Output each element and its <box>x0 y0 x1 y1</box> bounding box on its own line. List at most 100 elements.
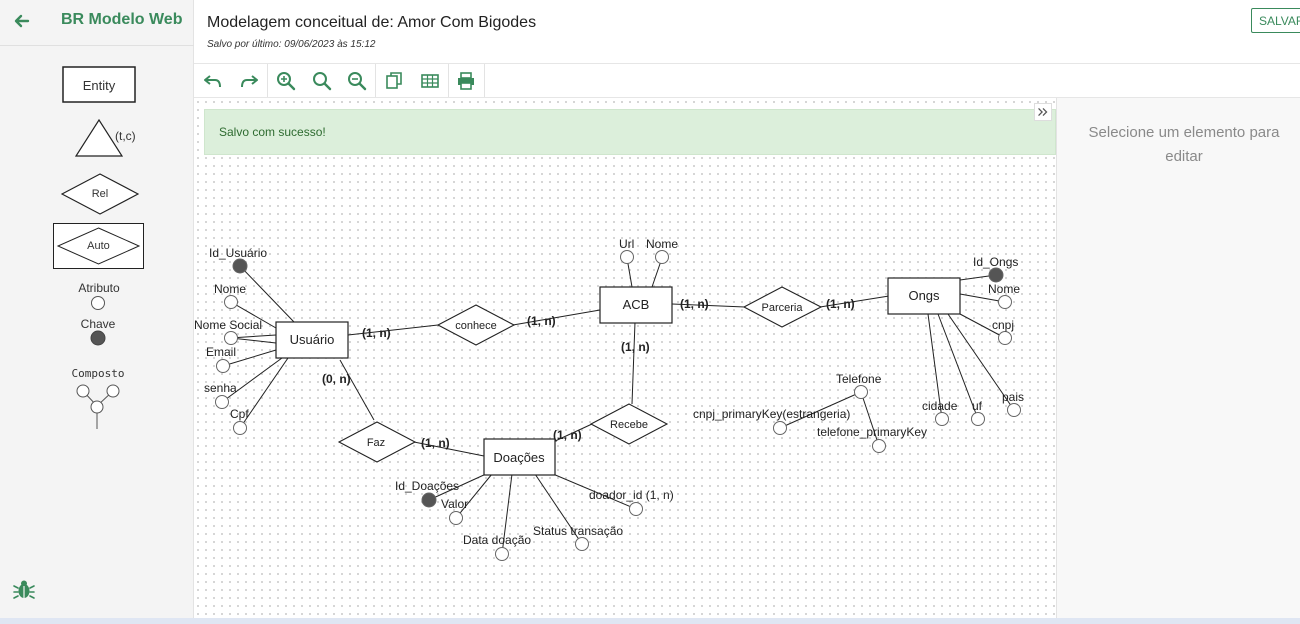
cardinality-usuario-faz: (0, n) <box>322 372 351 386</box>
relationship-faz-label: Faz <box>367 437 385 449</box>
attribute-marker[interactable] <box>224 331 238 345</box>
export-group <box>376 64 449 97</box>
attribute-marker[interactable] <box>998 295 1012 309</box>
zoom-reset-icon[interactable] <box>311 70 333 92</box>
attribute-marker[interactable] <box>629 502 643 516</box>
attr-uf: uf <box>972 399 983 413</box>
zoom-group <box>268 64 376 97</box>
top-bar: Modelagem conceitual de: Amor Com Bigode… <box>194 0 1300 64</box>
palette-key[interactable] <box>90 330 106 346</box>
palette-composite[interactable] <box>74 382 122 430</box>
attribute-marker[interactable] <box>935 412 949 426</box>
palette-attribute[interactable] <box>90 295 106 311</box>
undo-icon[interactable] <box>202 70 224 92</box>
zoom-in-icon[interactable] <box>275 70 297 92</box>
attribute-marker[interactable] <box>655 250 669 264</box>
relationship-faz[interactable]: Faz <box>337 421 417 463</box>
palette-entity-label: Entity <box>82 78 116 93</box>
attr-telefone: Telefone <box>836 372 882 386</box>
attr-valor: Valor <box>441 497 468 511</box>
attr-cidade: cidade <box>922 399 958 413</box>
entity-acb-label: ACB <box>623 297 650 312</box>
attr-id-usuario: Id_Usuário <box>209 246 267 260</box>
relationship-recebe[interactable]: Recebe <box>589 403 669 445</box>
palette-entity[interactable] <box>62 66 136 104</box>
attr-id-ongs: Id_Ongs <box>973 255 1018 269</box>
attribute-marker[interactable] <box>233 421 247 435</box>
attr-nome-ongs: Nome <box>988 282 1020 296</box>
palette-key-label: Chave <box>80 317 116 331</box>
duplicate-icon[interactable] <box>384 70 406 92</box>
brand-title: BR Modelo Web <box>61 11 183 28</box>
attribute-marker[interactable] <box>224 295 238 309</box>
window-bottom-edge <box>0 618 1300 624</box>
attribute-marker[interactable] <box>216 359 230 373</box>
palette-associative[interactable] <box>53 223 144 269</box>
attr-doador-id: doador_id (1, n) <box>589 488 674 502</box>
key-attribute-marker[interactable] <box>988 267 1004 283</box>
entity-usuario[interactable]: Usuário <box>275 321 349 359</box>
attribute-markers <box>215 250 1021 561</box>
entity-usuario-label: Usuário <box>290 332 335 347</box>
cardinality-conhece-acb: (1, n) <box>527 314 556 328</box>
relationship-parceria[interactable]: Parceria <box>742 286 823 328</box>
cardinality-labels: (1, n) (1, n) (1, n) (1, n) (1, n) (1, n… <box>322 297 855 450</box>
save-button[interactable]: SALVAR <box>1251 8 1300 33</box>
print-group <box>449 64 485 97</box>
cardinality-parceria-ongs: (1, n) <box>826 297 855 311</box>
attribute-marker[interactable] <box>575 537 589 551</box>
attribute-marker[interactable] <box>998 331 1012 345</box>
composite-attribute-marker[interactable] <box>854 385 868 399</box>
attr-senha: senha <box>204 381 237 395</box>
attr-id-doacoes: Id_Doações <box>395 479 459 493</box>
print-icon[interactable] <box>455 70 477 92</box>
palette-specialization[interactable] <box>74 118 124 158</box>
cardinality-acb-recebe: (1, n) <box>621 340 650 354</box>
collapse-panel-icon[interactable] <box>1034 103 1052 121</box>
attribute-marker[interactable] <box>449 511 463 525</box>
attr-cnpj-pk: cnpj_primaryKey(estrangeria) <box>693 407 850 421</box>
attr-telefone-pk: telefone_primaryKey <box>817 425 927 439</box>
attr-status-transacao: Status transação <box>533 524 623 538</box>
palette-relationship[interactable] <box>61 173 139 215</box>
attribute-marker[interactable] <box>215 395 229 409</box>
properties-panel: Selecione um elemento para editar <box>1056 98 1300 618</box>
entity-doacoes[interactable]: Doações <box>483 438 556 476</box>
attr-nome-acb: Nome <box>646 237 678 251</box>
relationship-recebe-label: Recebe <box>610 419 648 431</box>
zoom-out-icon[interactable] <box>346 70 368 92</box>
attr-data-doacao: Data doação <box>463 533 531 547</box>
cardinality-acb-parceria: (1, n) <box>680 297 709 311</box>
attribute-marker[interactable] <box>773 421 787 435</box>
page-title: Modelagem conceitual de: Amor Com Bigode… <box>207 14 537 31</box>
entity-ongs[interactable]: Ongs <box>887 277 961 315</box>
palette-associative-label: Auto <box>87 240 110 252</box>
entity-ongs-label: Ongs <box>908 288 940 303</box>
attribute-marker[interactable] <box>971 412 985 426</box>
key-attribute-marker[interactable] <box>421 492 437 508</box>
relationship-parceria-label: Parceria <box>762 302 804 314</box>
diagram-canvas[interactable]: Salvo com sucesso! <box>194 98 1056 618</box>
element-palette: BR Modelo Web Entity (t,c) Rel Auto Atri… <box>0 0 194 618</box>
attr-nome-social: Nome Social <box>194 318 262 332</box>
attribute-marker[interactable] <box>620 250 634 264</box>
attribute-marker[interactable] <box>872 439 886 453</box>
attr-url: Url <box>619 237 634 251</box>
er-diagram: Usuário ACB Ongs Doações conhece Parc <box>194 237 1024 561</box>
palette-specialization-label: (t,c) <box>115 129 136 143</box>
cardinality-recebe-doacoes: (1, n) <box>553 428 582 442</box>
attribute-labels: Id_Usuário Nome Nome Social Email senha … <box>194 237 1024 547</box>
cardinality-faz-doacoes: (1, n) <box>421 436 450 450</box>
palette-relationship-label: Rel <box>91 188 109 200</box>
bug-report-icon[interactable] <box>12 578 36 602</box>
attribute-marker[interactable] <box>495 547 509 561</box>
key-attribute-marker[interactable] <box>232 258 248 274</box>
relationship-conhece[interactable]: conhece <box>436 304 516 346</box>
attr-cpf: Cpf <box>230 407 249 421</box>
entity-acb[interactable]: ACB <box>599 286 673 324</box>
back-arrow-icon[interactable] <box>12 11 32 31</box>
table-icon[interactable] <box>419 70 441 92</box>
redo-icon[interactable] <box>238 70 260 92</box>
attribute-marker[interactable] <box>1007 403 1021 417</box>
